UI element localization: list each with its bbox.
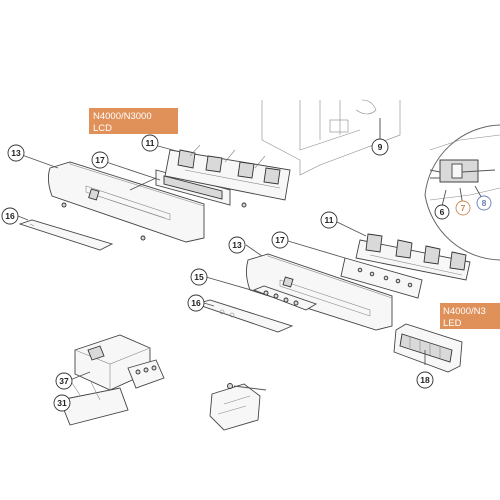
callout-18: 18 — [416, 371, 434, 389]
callout-8: 8 — [476, 195, 492, 211]
front-panel-lcd — [47, 161, 205, 243]
callout-11-top-text: 11 — [146, 138, 155, 148]
bottom-left-assembly — [59, 334, 165, 426]
callout-16-mid: 16 — [187, 294, 205, 312]
callout-9: 9 — [371, 138, 389, 156]
led-model-label-line1: N4000/N3 — [443, 306, 486, 317]
lcd-model-label-line1: N4000/N3000 — [93, 111, 152, 122]
led-model-label-line2: LED — [443, 318, 462, 329]
callout-31-text: 31 — [57, 398, 67, 408]
callout-15: 15 — [190, 268, 208, 286]
overlay-strip-led — [194, 299, 294, 333]
callout-13-mid-text: 13 — [232, 240, 242, 250]
callout-9-text: 9 — [378, 142, 383, 152]
callout-7-text: 7 — [461, 203, 466, 213]
callout-13-top-text: 13 — [11, 148, 21, 158]
bracket-lcd — [164, 144, 291, 201]
display-board-led — [340, 257, 423, 299]
front-panel-led — [245, 253, 393, 331]
detail-zoom-circle — [424, 124, 500, 261]
button-membrane — [252, 285, 318, 311]
bottom-center-assembly — [209, 383, 267, 431]
led-model-label: N4000/N3 LED — [440, 303, 500, 329]
led-display-module — [393, 323, 463, 373]
leader-lines — [17, 120, 485, 381]
callout-8-text: 8 — [482, 198, 487, 208]
callout-13-top: 13 — [7, 144, 25, 162]
bracket-led — [355, 233, 471, 281]
callout-11-mid: 11 — [320, 211, 338, 229]
callout-11-top: 11 — [141, 134, 159, 152]
callout-17-top-text: 17 — [95, 155, 105, 165]
callout-37-text: 37 — [59, 376, 69, 386]
lcd-model-label: N4000/N3000 LCD — [89, 108, 178, 134]
callout-11-mid-text: 11 — [325, 215, 334, 225]
callout-37: 37 — [55, 372, 73, 390]
callout-15-text: 15 — [194, 272, 204, 282]
overlay-strip-lcd — [18, 219, 114, 251]
lcd-model-label-line2: LCD — [93, 123, 112, 134]
callout-16-top-text: 16 — [5, 211, 15, 221]
callout-6: 6 — [434, 204, 450, 220]
callout-17-mid: 17 — [271, 231, 289, 249]
screws-top — [61, 202, 247, 241]
callout-18-text: 18 — [420, 375, 430, 385]
callout-31: 31 — [53, 394, 71, 412]
callout-17-mid-text: 17 — [275, 235, 285, 245]
appliance-housing — [261, 99, 401, 176]
callout-7: 7 — [455, 200, 471, 216]
callout-16-mid-text: 16 — [191, 298, 201, 308]
callout-16-top: 16 — [1, 207, 19, 225]
callout-17-top: 17 — [91, 151, 109, 169]
callout-6-text: 6 — [440, 207, 445, 217]
callout-13-mid: 13 — [228, 236, 246, 254]
